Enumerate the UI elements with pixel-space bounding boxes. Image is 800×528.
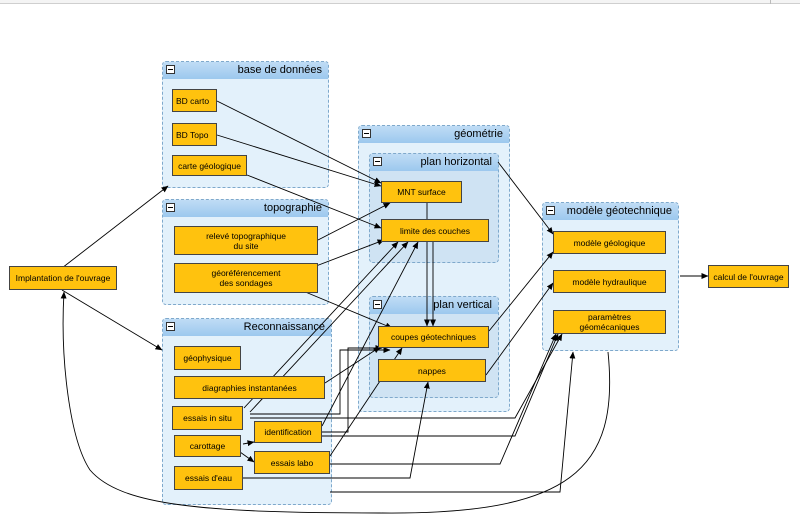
group-header: Reconnaissance xyxy=(163,319,331,336)
node-modele-geologique[interactable]: modèle géologique xyxy=(553,231,666,254)
edge-carottage-labo xyxy=(239,451,255,463)
edge-bdtopo-mnt xyxy=(216,134,382,187)
node-mnt-surface[interactable]: MNT surface xyxy=(381,181,462,203)
node-coupes-geotechniques[interactable]: coupes géotechniques xyxy=(378,326,489,348)
group-header: base de données xyxy=(163,62,328,79)
node-implantation[interactable]: Implantation de l'ouvrage xyxy=(9,266,117,290)
edge-modele-implantation xyxy=(60,291,611,514)
edge-essaiseau-nappes xyxy=(243,381,430,479)
edge-diagraphies-coupes xyxy=(324,346,381,384)
collapse-icon[interactable] xyxy=(373,157,382,166)
node-calcul-ouvrage[interactable]: calcul de l'ouvrage xyxy=(708,265,789,288)
group-title: topographie xyxy=(263,202,322,214)
edge-coupes-geol xyxy=(488,251,554,332)
node-georeferencement[interactable]: géoréférencement des sondages xyxy=(174,263,318,293)
edge-georef-coupes xyxy=(302,290,393,329)
collapse-icon[interactable] xyxy=(546,206,555,215)
node-essais-in-situ[interactable]: essais in situ xyxy=(172,406,243,430)
group-header: plan vertical xyxy=(370,297,498,314)
group-plan-horizontal[interactable]: plan horizontal xyxy=(369,153,499,263)
group-title: Reconnaissance xyxy=(243,321,325,333)
edge-ident-params xyxy=(322,333,559,437)
group-title: géométrie xyxy=(454,128,503,140)
edge-planh-geol xyxy=(497,161,554,235)
top-toolbar-strip xyxy=(0,0,800,4)
group-header: géométrie xyxy=(359,126,509,143)
collapse-icon[interactable] xyxy=(166,322,175,331)
node-parametres-geomecaniques[interactable]: paramètres géomécaniques xyxy=(553,310,666,334)
group-header: modèle géotechnique xyxy=(543,203,678,220)
node-limite-des-couches[interactable]: limite des couches xyxy=(381,219,489,242)
collapse-icon[interactable] xyxy=(362,129,371,138)
group-title: plan horizontal xyxy=(420,156,492,168)
node-essais-labo[interactable]: essais labo xyxy=(254,451,330,474)
node-bd-carto[interactable]: BD carto xyxy=(172,89,217,112)
edge-cartegeo-limite xyxy=(246,174,382,229)
group-header: topographie xyxy=(163,200,328,217)
node-nappes[interactable]: nappes xyxy=(378,359,486,382)
edge-situ-coupes xyxy=(250,347,391,415)
edge-ident-coupes xyxy=(322,345,383,433)
edge-bdcarto-mnt xyxy=(216,100,382,184)
node-carte-geologique[interactable]: carte géologique xyxy=(172,155,247,176)
collapse-icon[interactable] xyxy=(166,203,175,212)
node-essais-eau[interactable]: essais d'eau xyxy=(174,466,243,490)
edge-labo-params xyxy=(330,333,557,465)
node-identification[interactable]: identification xyxy=(254,421,322,443)
collapse-icon[interactable] xyxy=(373,300,382,309)
group-header: plan horizontal xyxy=(370,154,498,171)
edge-eau-hydro xyxy=(330,351,576,493)
node-diagraphies[interactable]: diagraphies instantanées xyxy=(174,376,325,399)
group-title: plan vertical xyxy=(433,299,492,311)
node-releve-topographique[interactable]: relevé topographique du site xyxy=(174,226,318,255)
node-bd-topo[interactable]: BD Topo xyxy=(172,123,217,146)
edge-implantation-base xyxy=(61,185,169,269)
edge-nappes-hydro xyxy=(485,282,554,376)
node-geophysique[interactable]: géophysique xyxy=(174,346,241,370)
collapse-icon[interactable] xyxy=(166,65,175,74)
group-title: base de données xyxy=(237,64,322,76)
node-modele-hydraulique[interactable]: modèle hydraulique xyxy=(553,270,666,293)
edge-carottage-ident xyxy=(242,440,255,447)
edge-implantation-reco xyxy=(61,289,163,351)
edge-releve-mnt xyxy=(317,202,391,241)
group-title: modèle géotechnique xyxy=(566,205,672,217)
edge-ident-limite xyxy=(321,241,419,427)
node-carottage[interactable]: carottage xyxy=(174,435,241,457)
